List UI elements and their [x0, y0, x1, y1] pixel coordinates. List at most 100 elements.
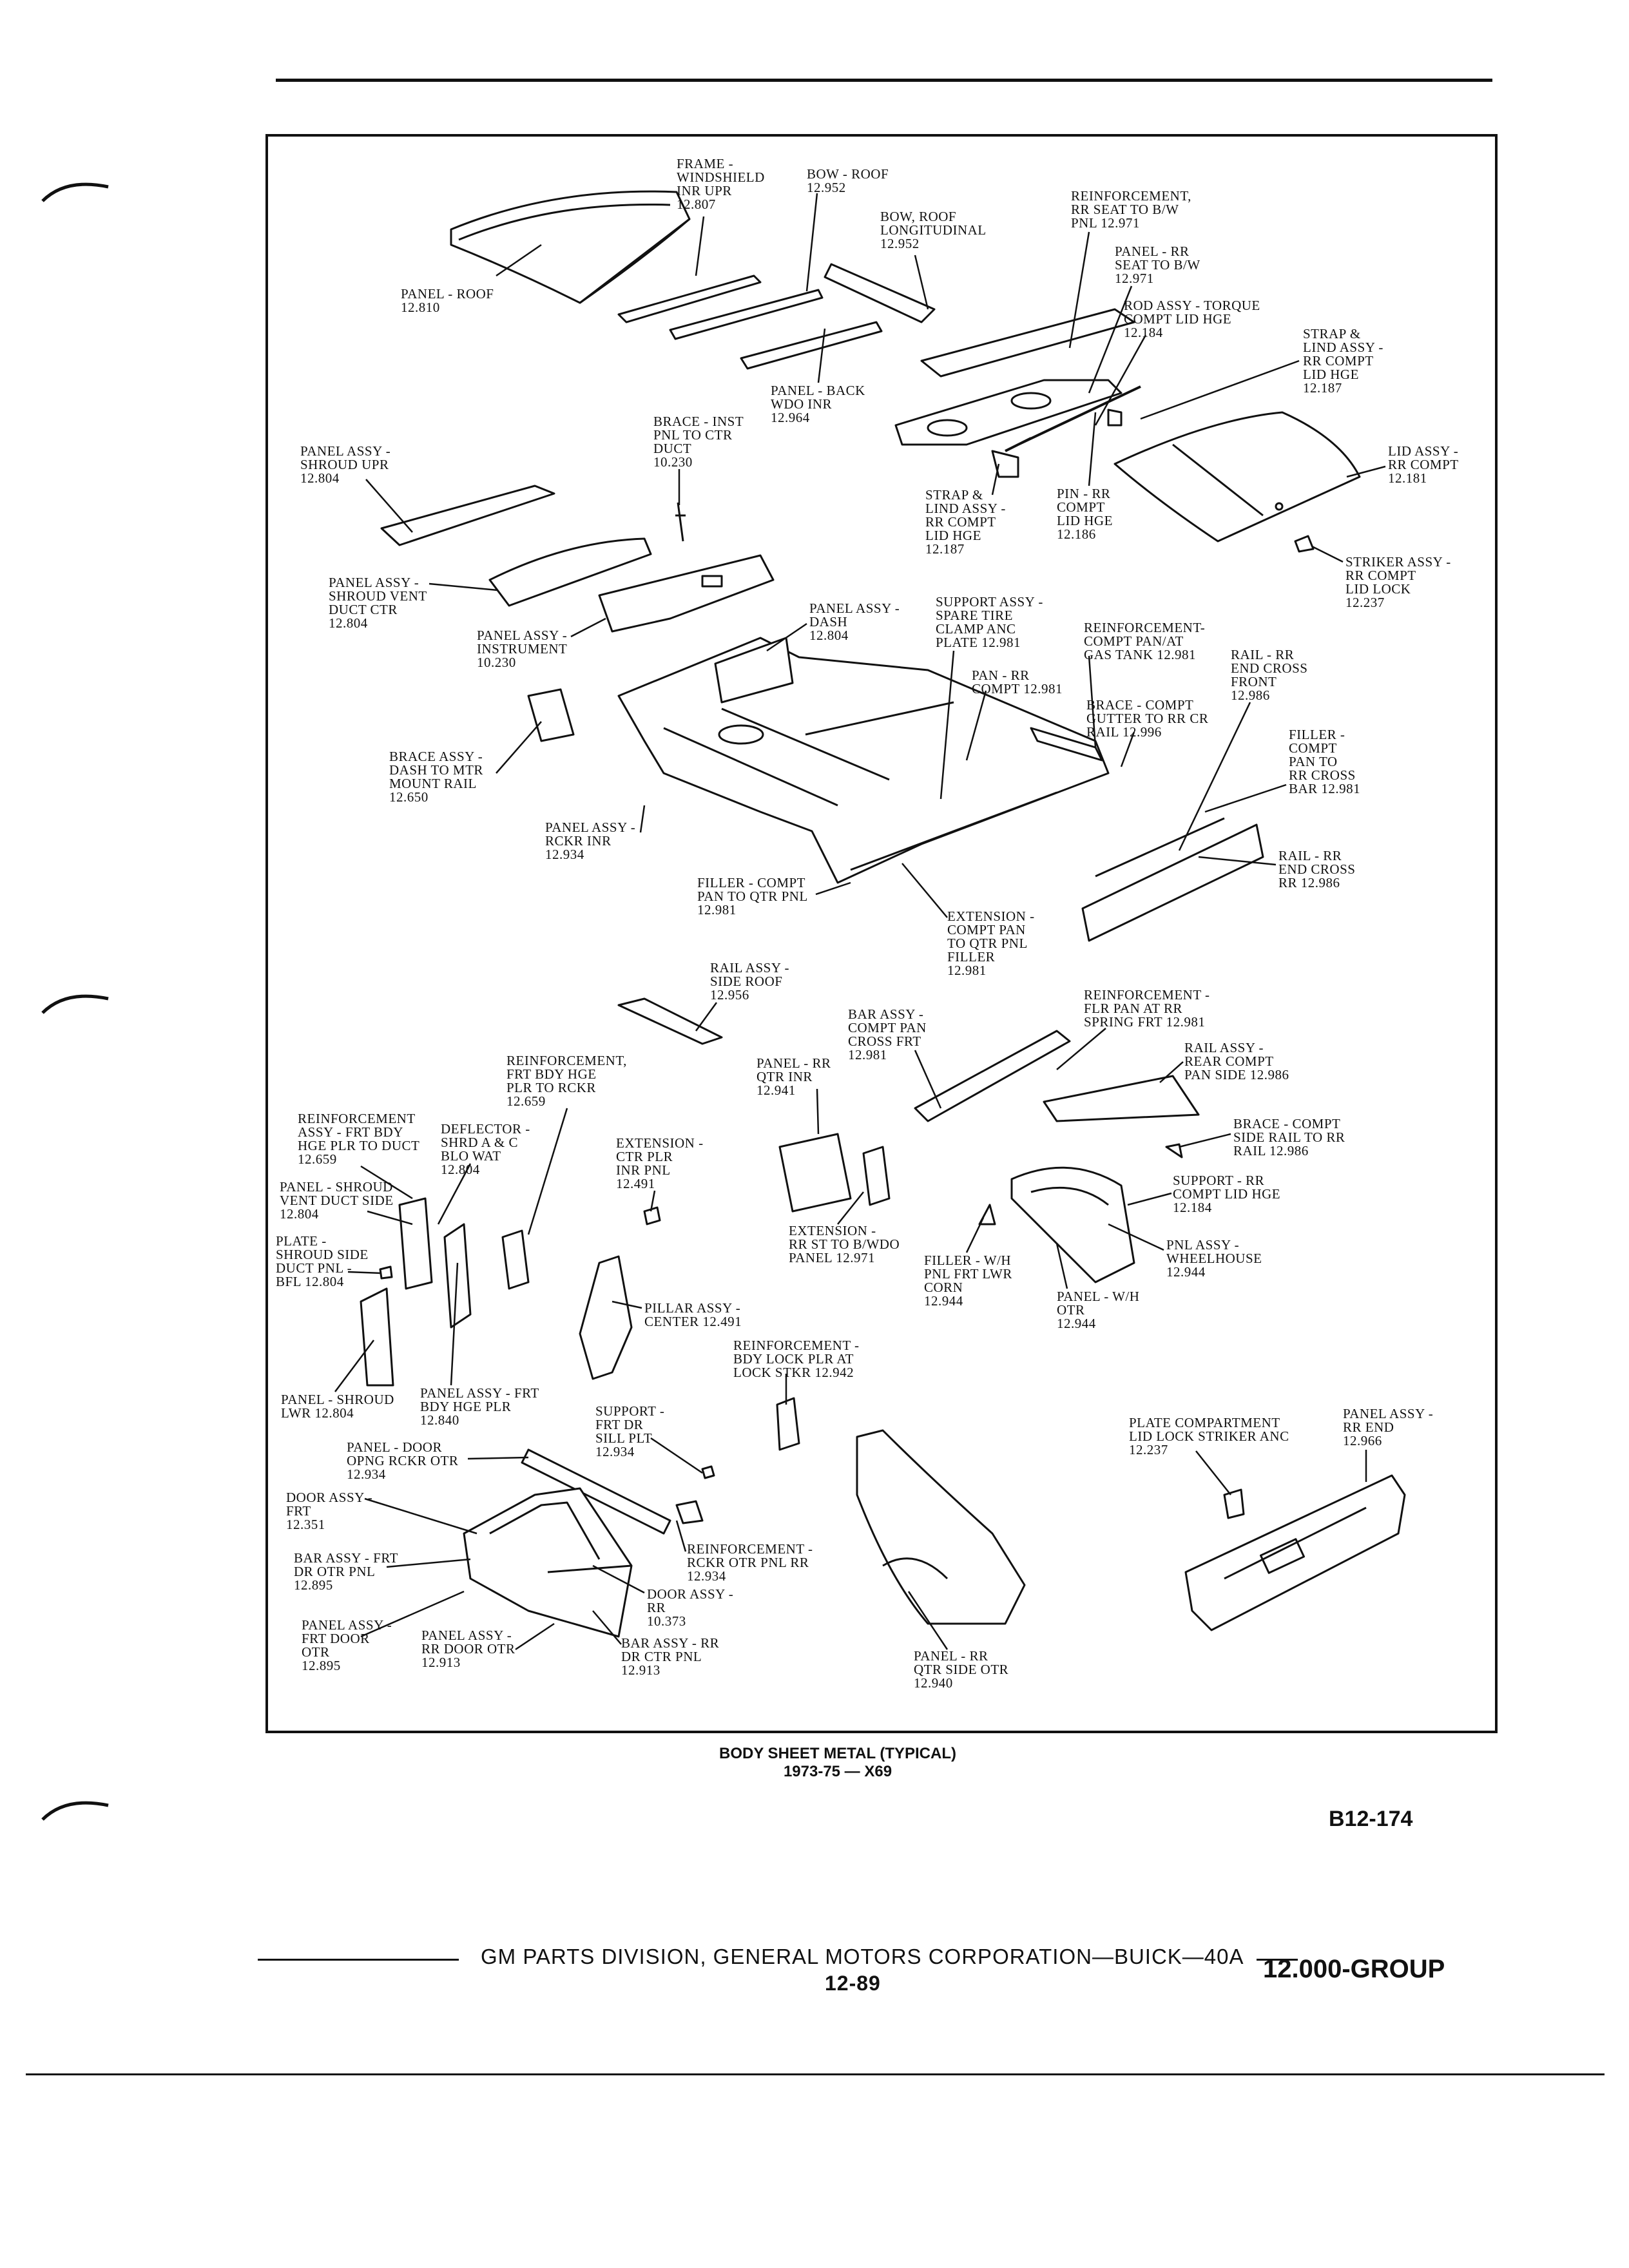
label-panel-shroud-vent-duct: PANEL - SHROUD VENT DUCT SIDE 12.804 [280, 1179, 394, 1222]
footer-publisher: GM PARTS DIVISION, GENERAL MOTORS CORPOR… [481, 1945, 1244, 1968]
label-rail-assy-side-roof: RAIL ASSY - SIDE ROOF 12.956 [710, 960, 789, 1003]
label-bar-assy-frt-dr: BAR ASSY - FRT DR OTR PNL 12.895 [294, 1550, 398, 1593]
label-reinforcement-rckr-otr: REINFORCEMENT - RCKR OTR PNL RR 12.934 [687, 1541, 813, 1584]
binder-hole-2 [41, 994, 109, 1014]
label-panel-wh-otr: PANEL - W/H OTR 12.944 [1057, 1289, 1140, 1331]
label-support-assy-spare: SUPPORT ASSY - SPARE TIRE CLAMP ANC PLAT… [936, 594, 1043, 650]
shroud-lwr-part [360, 1287, 394, 1387]
lock-pillar-reinforcement-part [776, 1397, 800, 1451]
instrument-panel-part [598, 554, 775, 633]
inst-panel-brace-part [675, 502, 686, 542]
label-filler-wh-pnl: FILLER - W/H PNL FRT LWR CORN 12.944 [924, 1253, 1012, 1309]
label-panel-roof: PANEL - ROOF 12.810 [401, 286, 494, 315]
label-panel-assy-shroud-upr: PANEL ASSY - SHROUD UPR 12.804 [300, 443, 391, 486]
label-panel-rr-seat: PANEL - RR SEAT TO B/W 12.971 [1115, 244, 1200, 286]
label-bar-assy-compt-pan: BAR ASSY - COMPT PAN CROSS FRT 12.981 [848, 1006, 927, 1062]
diagram-frame [265, 134, 1498, 1733]
compt-side-rail-brace-part [1165, 1143, 1183, 1158]
compt-gutter-brace-part [1030, 727, 1103, 762]
footer-rule-left [258, 1959, 459, 1961]
label-brace-compt-side-rail: BRACE - COMPT SIDE RAIL TO RR RAIL 12.98… [1233, 1116, 1345, 1158]
lid-hinge-pin-part [1107, 408, 1123, 427]
label-striker-assy: STRIKER ASSY - RR COMPT LID LOCK 12.237 [1345, 554, 1451, 610]
label-reinforcement-frt-bdy-hge: REINFORCEMENT, FRT BDY HGE PLR TO RCKR 1… [506, 1053, 627, 1109]
label-panel-assy-rr-door: PANEL ASSY - RR DOOR OTR 12.913 [421, 1628, 516, 1670]
top-rule [276, 79, 1492, 82]
caption-years: 1973-75 — X69 [783, 1763, 892, 1780]
sill-plate-support-part [701, 1465, 715, 1479]
shroud-upper-part [380, 485, 555, 546]
rr-qtr-outer-part [856, 1429, 1026, 1625]
label-panel-assy-frt-bdy-hge: PANEL ASSY - FRT BDY HGE PLR 12.840 [420, 1385, 539, 1428]
rear-end-panel-part [1184, 1474, 1406, 1631]
label-panel-back-wdo: PANEL - BACK WDO INR 12.964 [771, 383, 865, 425]
rear-cross-rail-front-part [1095, 817, 1225, 878]
label-panel-shroud-lwr: PANEL - SHROUD LWR 12.804 [281, 1392, 394, 1421]
label-filler-compt-pan-rr-cross: FILLER - COMPT PAN TO RR CROSS BAR 12.98… [1289, 727, 1361, 796]
label-pin-rr-compt: PIN - RR COMPT LID HGE 12.186 [1057, 486, 1113, 542]
trunk-lid-part [1113, 411, 1361, 543]
caption-title: BODY SHEET METAL (TYPICAL) [718, 1745, 956, 1762]
label-support-rr-compt-lid: SUPPORT - RR COMPT LID HGE 12.184 [1173, 1173, 1281, 1215]
label-reinforcement-bdy-lock: REINFORCEMENT - BDY LOCK PLR AT LOCK STK… [733, 1338, 860, 1380]
binder-hole-1 [41, 182, 109, 202]
rear-cross-rail-part [1081, 823, 1264, 942]
rckr-otr-reinforcement-part [675, 1500, 704, 1524]
figure-code: B12-174 [1329, 1807, 1413, 1831]
label-extension-ctr-plr: EXTENSION - CTR PLR INR PNL 12.491 [616, 1135, 704, 1191]
label-extension-compt-pan: EXTENSION - COMPT PAN TO QTR PNL FILLER … [947, 908, 1035, 978]
label-panel-assy-dash: PANEL ASSY - DASH 12.804 [809, 601, 900, 643]
figure-caption: BODY SHEET METAL (TYPICAL) 1973-75 — X69 [644, 1745, 1031, 1781]
back-window-panel-part [740, 321, 883, 370]
label-rod-assy-torque: ROD ASSY - TORQUE COMPT LID HGE 12.184 [1124, 298, 1260, 340]
label-brace-compt-gutter: BRACE - COMPT GUTTER TO RR CR RAIL 12.99… [1086, 697, 1209, 740]
label-door-assy-rr: DOOR ASSY - RR 10.373 [647, 1586, 734, 1629]
label-reinforcement-compt-pan: REINFORCEMENT- COMPT PAN/AT GAS TANK 12.… [1084, 620, 1206, 662]
binder-hole-3 [41, 1801, 109, 1821]
rear-seat-panel-part [894, 308, 1135, 446]
label-rail-rr-end-cross-rr: RAIL - RR END CROSS RR 12.986 [1278, 848, 1356, 890]
label-bow-roof-longitudinal: BOW, ROOF LONGITUDINAL 12.952 [880, 209, 987, 251]
label-door-assy-frt: DOOR ASSY - FRT 12.351 [286, 1490, 373, 1532]
label-bar-assy-rr-dr: BAR ASSY - RR DR CTR PNL 12.913 [621, 1635, 720, 1678]
hinge-strap-part [991, 450, 1019, 478]
center-pillar-part [579, 1255, 633, 1380]
label-rail-assy-rear-compt: RAIL ASSY - REAR COMPT PAN SIDE 12.986 [1184, 1040, 1289, 1082]
label-filler-compt-pan-qtr: FILLER - COMPT PAN TO QTR PNL 12.981 [697, 875, 808, 918]
torque-rod-part [1005, 385, 1141, 452]
leader-lines [334, 193, 1386, 1651]
doors-part [463, 1487, 633, 1638]
label-bow-roof: BOW - ROOF 12.952 [807, 166, 889, 195]
label-deflector-shrd: DEFLECTOR - SHRD A & C BLO WAT 12.804 [441, 1121, 530, 1177]
label-extension-rr-st: EXTENSION - RR ST TO B/WDO PANEL 12.971 [789, 1223, 900, 1265]
label-panel-door-opng: PANEL - DOOR OPNG RCKR OTR 12.934 [347, 1439, 459, 1482]
shroud-vent-duct-part [488, 537, 652, 607]
label-panel-assy-instrument: PANEL ASSY - INSTRUMENT 10.230 [477, 628, 568, 670]
label-frame-windshield: FRAME - WINDSHIELD INR UPR 12.807 [677, 156, 765, 212]
footer-group: 12.000-GROUP [1263, 1955, 1445, 1983]
striker-part [1294, 535, 1315, 553]
lid-lock-striker-plate-part [1223, 1488, 1245, 1519]
windshield-frame-part [617, 274, 762, 323]
label-panel-assy-rr-end: PANEL ASSY - RR END 12.966 [1343, 1406, 1434, 1448]
label-reinforcement-rr-seat: REINFORCEMENT, RR SEAT TO B/W PNL 12.971 [1071, 188, 1191, 231]
label-reinforcement-assy-frt-bdy: REINFORCEMENT ASSY - FRT BDY HGE PLR TO … [298, 1111, 420, 1167]
roof-panel-part [450, 190, 691, 304]
footer-rule-right [1257, 1959, 1298, 1961]
label-panel-assy-shroud-vent: PANEL ASSY - SHROUD VENT DUCT CTR 12.804 [329, 575, 427, 631]
label-pillar-assy-center: PILLAR ASSY - CENTER 12.491 [644, 1300, 742, 1329]
label-brace-inst-pnl: BRACE - INST PNL TO CTR DUCT 10.230 [653, 414, 744, 470]
compt-pan-cross-bar-part [914, 1030, 1071, 1122]
wheelhouse-part [1010, 1166, 1135, 1283]
rckr-reinforcement-part [501, 1229, 530, 1290]
label-lid-assy-rr-compt: LID ASSY - RR COMPT 12.181 [1388, 443, 1459, 486]
label-panel-assy-frt-door: PANEL ASSY - FRT DOOR OTR 12.895 [302, 1617, 392, 1673]
roof-side-rail-part [617, 997, 723, 1045]
ctr-pillar-extension-part [643, 1206, 661, 1225]
label-panel-rr-qtr-inr: PANEL - RR QTR INR 12.941 [757, 1055, 831, 1098]
label-panel-assy-rckr-inr: PANEL ASSY - RCKR INR 12.934 [545, 820, 636, 862]
floor-pan-part [617, 637, 1110, 884]
footer-page-number: 12-89 [825, 1972, 881, 1995]
label-pan-rr-compt: PAN - RR COMPT 12.981 [972, 668, 1063, 697]
